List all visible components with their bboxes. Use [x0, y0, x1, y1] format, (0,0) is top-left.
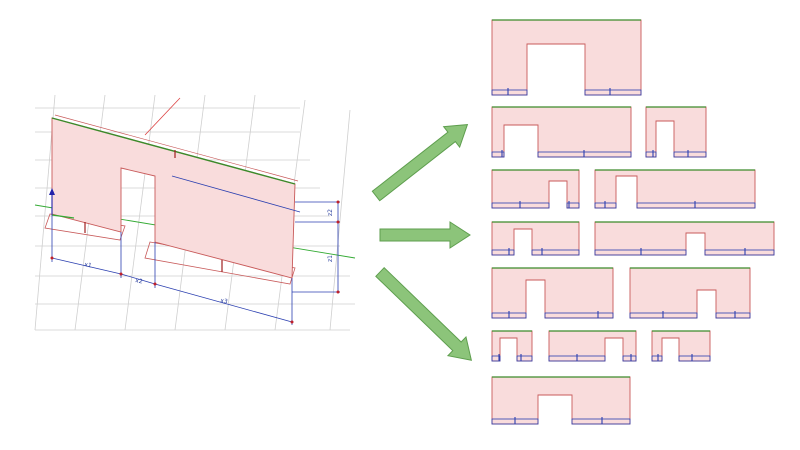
support-base: [491, 355, 501, 362]
arrow-up-right-icon: [371, 124, 469, 202]
support-base: [678, 355, 711, 362]
wall-variant-7: [594, 221, 775, 256]
axis-x-line: [144, 97, 181, 136]
wall-variant-11: [548, 330, 637, 362]
dimension-endpoints: [50, 200, 340, 324]
support-base: [491, 151, 505, 158]
support-base: [715, 312, 751, 319]
support-base: [645, 151, 657, 158]
support-base: [584, 89, 642, 96]
wall-variants: [491, 19, 775, 425]
wall-panel: [491, 330, 533, 362]
wall-panel: [645, 106, 707, 158]
wall-top-edge: [51, 117, 296, 185]
wall-panel: [629, 267, 751, 319]
support-base: [491, 249, 515, 256]
support-base: [516, 355, 533, 362]
dim-label-x3: x3: [220, 297, 229, 305]
dimension-lines: [51, 201, 340, 325]
wall-panel: [491, 267, 614, 319]
dim-label-z1: z1: [327, 255, 334, 262]
support-base: [673, 151, 707, 158]
wall-variant-1: [491, 19, 642, 96]
support-base: [704, 249, 775, 256]
dim-label-x1: x1: [84, 261, 93, 269]
wall-panel: [491, 19, 642, 96]
wall-variant-6: [491, 221, 580, 256]
wall-variant-13: [491, 376, 631, 425]
local-axis-arrow-icon: [49, 188, 55, 195]
wall-variant-12: [651, 330, 711, 362]
wall-variant-3: [645, 106, 707, 158]
local-axis-green: [51, 214, 75, 219]
support-base: [544, 312, 614, 319]
wall-panel: [491, 106, 632, 158]
support-base: [566, 202, 580, 209]
model-view: x1 x2 x3 z2 z1: [34, 94, 356, 331]
support-base: [571, 418, 631, 425]
wall-variant-2: [491, 106, 632, 158]
wall-variant-8: [491, 267, 614, 319]
support-base: [622, 355, 637, 362]
wall-panel: [491, 376, 631, 425]
support-base: [531, 249, 580, 256]
wall-panel: [51, 117, 296, 279]
arrow-down-right-icon: [375, 266, 473, 361]
wall-panel: [651, 330, 711, 362]
support-base: [491, 89, 528, 96]
transform-arrows: [371, 124, 473, 361]
support-base: [651, 355, 663, 362]
arrow-right-icon: [379, 221, 471, 249]
wall-variant-10: [491, 330, 533, 362]
wall-panel: [491, 169, 580, 209]
wall-variant-9: [629, 267, 751, 319]
dim-label-z2: z2: [327, 209, 334, 216]
section-line: [171, 175, 301, 213]
wall-top-edge-offset: [54, 114, 299, 182]
wall-variant-5: [594, 169, 756, 209]
wall-variant-4: [491, 169, 580, 209]
support-markers: [84, 150, 223, 272]
dim-label-x2: x2: [135, 277, 144, 285]
support-base: [636, 202, 756, 209]
wall-panel: [594, 169, 756, 209]
